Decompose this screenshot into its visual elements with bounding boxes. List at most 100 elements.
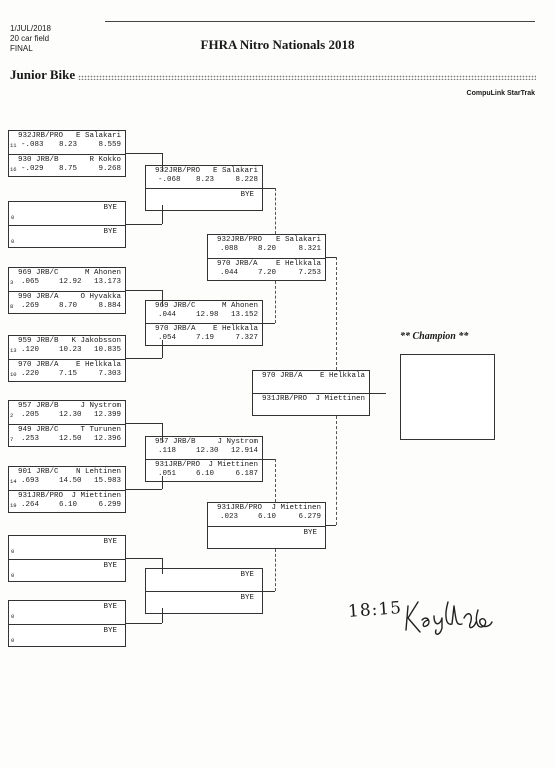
reaction-time: .044	[158, 311, 177, 319]
elapsed-time: 6.10	[258, 513, 277, 521]
car-class: 970 JRB/A	[217, 259, 258, 268]
speed-time: 7.303	[98, 369, 121, 378]
lane-number: 0	[11, 613, 15, 620]
elapsed-time: 8.23	[196, 176, 215, 184]
race-date: 1/JUL/2018	[10, 24, 51, 33]
connector-line	[275, 459, 276, 502]
champion-label: ** Champion **	[400, 331, 469, 342]
connector-line	[162, 423, 163, 442]
round-2-match: BYE BYE	[145, 568, 263, 614]
reaction-time: .051	[158, 470, 177, 478]
bye-label: BYE	[103, 204, 117, 212]
speed-time: 9.268	[98, 164, 121, 173]
elapsed-time: 12.30	[196, 447, 219, 455]
bye-label: BYE	[240, 191, 254, 199]
connector-line	[126, 558, 162, 559]
reaction-time: -.068	[158, 176, 181, 184]
elapsed-time: 10.23	[59, 346, 82, 354]
reaction-time: .120	[21, 346, 40, 354]
lane-number: 14	[10, 478, 17, 485]
driver-name: T Turunen	[80, 425, 121, 434]
car-class: 901 JRB/C	[18, 468, 59, 476]
bye-label: BYE	[240, 594, 254, 602]
speed-time: 7.327	[235, 334, 258, 342]
elapsed-time: 8.23	[59, 141, 78, 149]
driver-name: O Hyvakka	[80, 292, 121, 301]
bye-slot: BYE 0	[9, 558, 125, 582]
lane-number: 0	[11, 571, 15, 579]
car-class: 931JRB/PRO	[217, 504, 263, 512]
car-class: 990 JRB/A	[18, 292, 59, 301]
reaction-time: .044	[220, 268, 239, 277]
lane-number: 2	[10, 412, 14, 419]
elapsed-time: 8.70	[59, 301, 78, 310]
speed-time: 13.173	[93, 278, 121, 286]
page-title: FHRA Nitro Nationals 2018	[200, 37, 355, 52]
car-class: 931JRB/PRO	[155, 461, 201, 469]
speed-time: 12.396	[93, 434, 121, 443]
connector-line	[162, 608, 163, 623]
speed-time: 6.299	[98, 500, 121, 509]
champion-box	[400, 354, 495, 440]
driver-name: E Helkkala	[212, 325, 258, 333]
car-class: 959 JRB/B	[18, 337, 59, 345]
connector-line	[126, 153, 162, 154]
elapsed-time: 8.75	[59, 164, 78, 173]
event-name: Junior Bike	[10, 67, 76, 82]
car-class: 949 JRB/C	[18, 425, 59, 434]
speed-time: 15.983	[93, 477, 121, 485]
reaction-time: .023	[220, 513, 239, 521]
speed-time: 8.228	[235, 176, 258, 184]
driver-name: J Nystrom	[217, 438, 258, 446]
car-class: 930 JRB/B	[18, 155, 59, 164]
connector-line	[162, 153, 163, 171]
bye-slot: BYE	[146, 188, 262, 210]
driver-name: M Ahonen	[221, 302, 258, 310]
car-class: 932JRB/PRO	[217, 236, 263, 244]
reaction-time: .118	[158, 447, 177, 455]
bye-label: BYE	[103, 538, 117, 546]
bye-slot: BYE	[146, 569, 262, 591]
bye-slot: BYE	[146, 591, 262, 613]
connector-line	[336, 257, 337, 370]
elapsed-time: 12.92	[59, 278, 82, 286]
bye-label: BYE	[303, 528, 317, 537]
lane-number: 0	[11, 237, 15, 245]
lane-number: 8	[10, 302, 14, 310]
driver-name: E Salakari	[212, 167, 258, 175]
driver-name: J Nystrom	[80, 402, 121, 410]
lane-number: 10	[10, 370, 17, 378]
reaction-time: .264	[21, 500, 40, 509]
signature-time: 18:15	[347, 598, 403, 622]
vendor-name: CompuLink StarTrak	[466, 90, 535, 97]
driver-name: E Helkkala	[75, 360, 121, 369]
bye-label: BYE	[103, 561, 117, 570]
connector-line	[162, 340, 163, 358]
elapsed-time: 6.10	[59, 500, 78, 509]
connector-line	[263, 591, 275, 592]
